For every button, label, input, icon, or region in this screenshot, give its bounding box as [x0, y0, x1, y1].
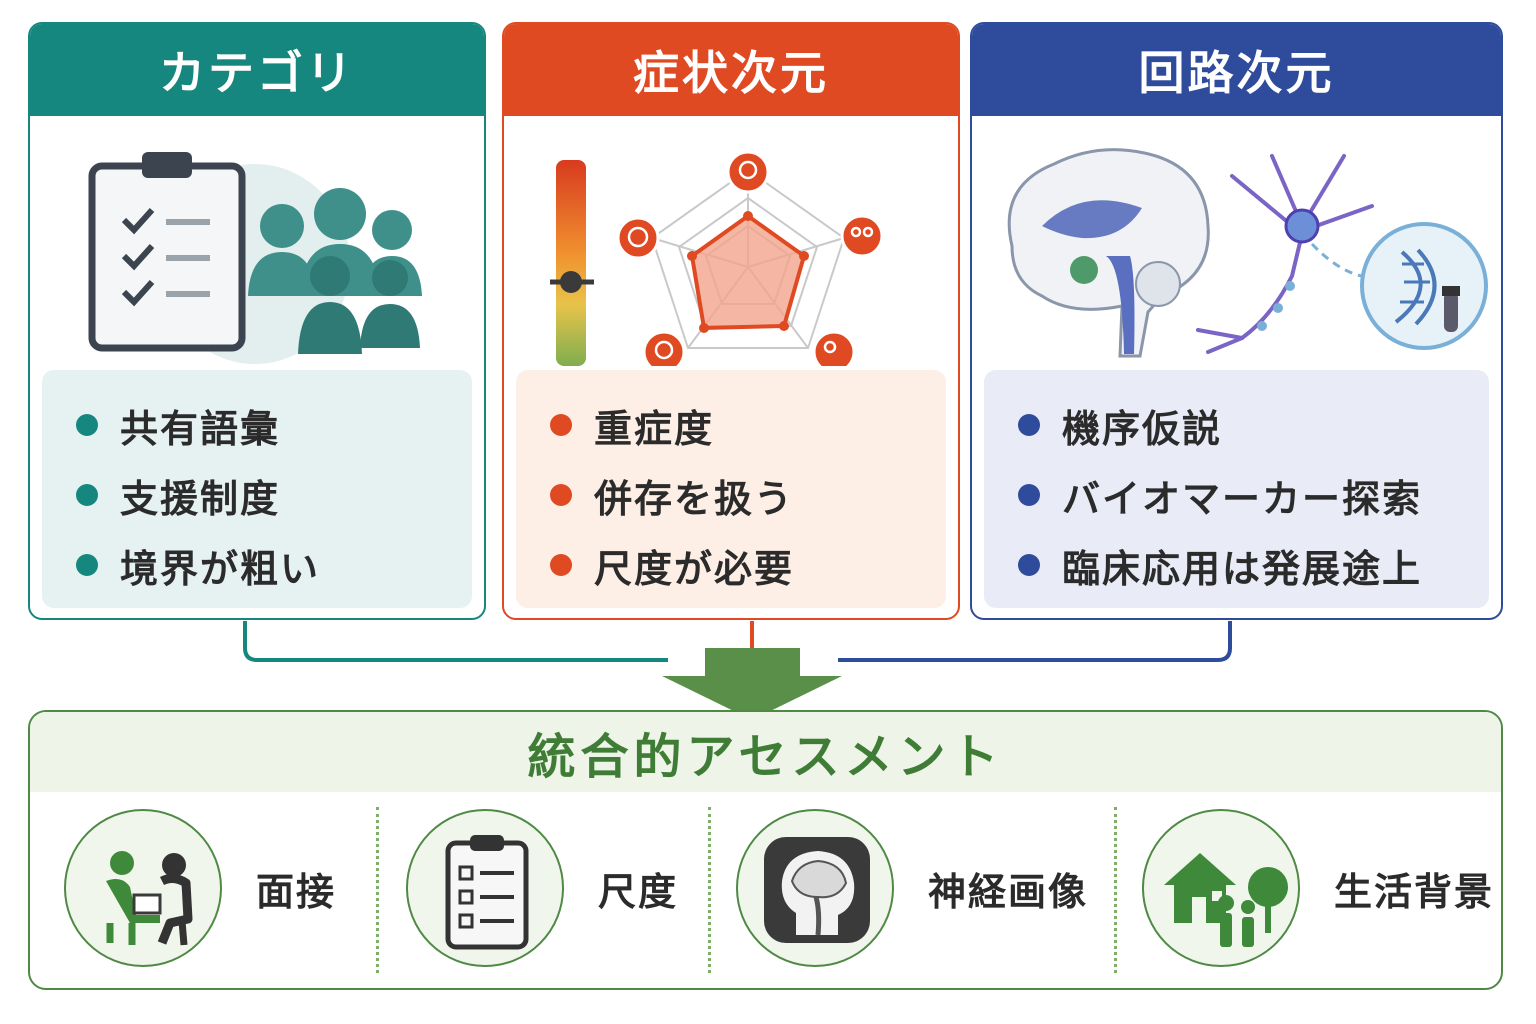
list-item-label: 重症度: [594, 406, 715, 451]
assessment-title: 統合的アセスメント: [30, 712, 1501, 792]
category-list: 共有語彙 支援制度 境界が粗い: [42, 370, 472, 608]
bullet-dot: [1018, 414, 1040, 436]
list-item: 尺度が必要: [550, 530, 946, 600]
brain-neuron-dna-icon: [1007, 148, 1488, 358]
symptom-panel: 症状次元: [502, 22, 960, 620]
list-item: 共有語彙: [76, 390, 472, 460]
assessment-item-life-background: 生活背景: [1142, 808, 1494, 968]
divider: [708, 807, 711, 973]
bullet-dot: [76, 554, 98, 576]
clipboard-people-icon: [88, 152, 422, 364]
list-item: 併存を扱う: [550, 460, 946, 530]
assessment-item-label: 神経画像: [928, 869, 1089, 914]
list-item: 臨床応用は発展途上: [1018, 530, 1489, 600]
list-item-label: 併存を扱う: [594, 476, 795, 521]
circuit-connector: [838, 621, 1232, 662]
symptom-list: 重症度 併存を扱う 尺度が必要: [516, 370, 946, 608]
category-panel: カテゴリ 共有語彙 支援制度 境界が粗い: [28, 22, 486, 620]
list-item: バイオマーカー探索: [1018, 460, 1489, 530]
assessment-item-label: 生活背景: [1334, 869, 1495, 914]
category-connector: [243, 621, 668, 662]
list-item-label: 臨床応用は発展途上: [1062, 546, 1423, 591]
radar-chart-icon: [550, 150, 884, 366]
assessment-item-interview: 面接: [64, 808, 336, 968]
home-family-icon: [1142, 809, 1300, 967]
bullet-dot: [550, 414, 572, 436]
divider: [1114, 807, 1117, 973]
list-item-label: 機序仮説: [1062, 406, 1223, 451]
list-item: 重症度: [550, 390, 946, 460]
bullet-dot: [1018, 554, 1040, 576]
list-item: 機序仮説: [1018, 390, 1489, 460]
checklist-icon: [406, 809, 564, 967]
circuit-list: 機序仮説 バイオマーカー探索 臨床応用は発展途上: [984, 370, 1489, 608]
interview-icon: [64, 809, 222, 967]
assessment-item-neuroimaging: 神経画像: [736, 808, 1088, 968]
brain-scan-icon: [736, 809, 894, 967]
bullet-dot: [76, 484, 98, 506]
list-item-label: バイオマーカー探索: [1062, 476, 1423, 521]
list-item-label: 尺度が必要: [594, 546, 795, 591]
list-item-label: 共有語彙: [120, 406, 281, 451]
list-item-label: 境界が粗い: [120, 546, 321, 591]
severity-scale-icon: [556, 160, 586, 366]
integrated-assessment-panel: 統合的アセスメント 面接: [28, 710, 1503, 990]
divider: [376, 807, 379, 973]
list-item-label: 支援制度: [120, 476, 281, 521]
circuit-panel: 回路次元 機序仮説 バイオマーカー探索 臨床応用は発展途上: [970, 22, 1503, 620]
assessment-item-label: 尺度: [598, 869, 679, 914]
category-panel-title: カテゴリ: [30, 24, 484, 116]
symptom-panel-title: 症状次元: [504, 24, 958, 116]
assessment-item-label: 面接: [256, 869, 337, 914]
bullet-dot: [550, 554, 572, 576]
circuit-panel-title: 回路次元: [972, 24, 1501, 116]
bullet-dot: [76, 414, 98, 436]
bullet-dot: [1018, 484, 1040, 506]
down-arrow-icon: [662, 648, 842, 720]
assessment-item-scale: 尺度: [406, 808, 678, 968]
list-item: 境界が粗い: [76, 530, 472, 600]
list-item: 支援制度: [76, 460, 472, 530]
bullet-dot: [550, 484, 572, 506]
